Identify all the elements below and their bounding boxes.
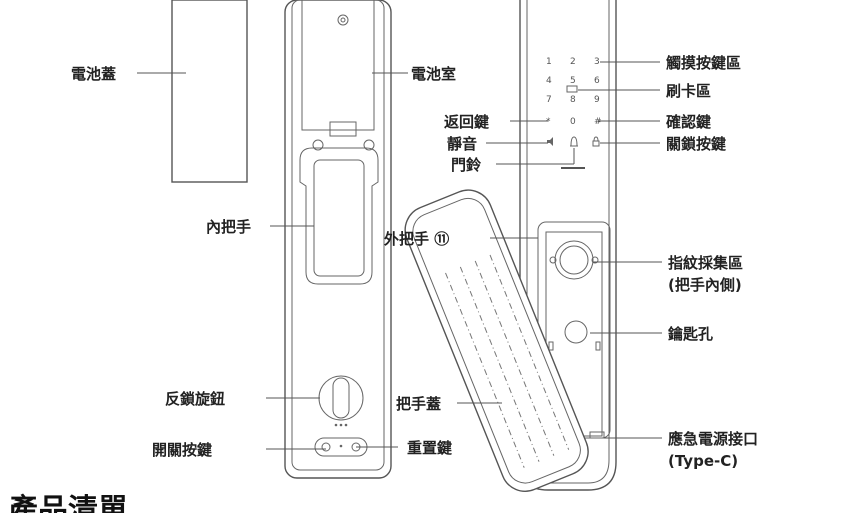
key-9: 9	[594, 95, 600, 105]
label-fingerprint: 指紋採集區	[668, 254, 743, 272]
label-fingerprint-note: (把手內側)	[668, 276, 742, 294]
fingerprint-sensor	[559, 245, 589, 275]
handle-dash-line	[474, 260, 555, 456]
battery-cover-panel	[171, 0, 248, 183]
handle-dash-line	[459, 266, 540, 462]
label-power-switch: 開關按鍵	[152, 441, 212, 459]
label-return-key: 返回鍵	[444, 113, 489, 131]
fingerprint-ring	[554, 240, 594, 280]
key-6: 6	[594, 76, 600, 86]
handle-dash-line	[445, 272, 525, 468]
label-usb-port: 應急電源接口	[668, 430, 758, 448]
dot	[339, 423, 343, 427]
card-reader-icon	[566, 85, 578, 93]
label-lock-key: 關鎖按鍵	[666, 135, 726, 153]
key-4: 4	[546, 76, 552, 86]
label-mute: 靜音	[447, 135, 477, 153]
battery-compartment-box	[301, 0, 375, 131]
reset-pin	[339, 444, 343, 448]
key-5: 5	[570, 76, 576, 86]
keypad: 1 2 3 4 5 6 7 8 9 * 0 #	[546, 57, 602, 169]
label-usb-type: (Type-C)	[668, 452, 738, 470]
dot	[344, 423, 348, 427]
key-1: 1	[546, 57, 552, 67]
mount-slot	[595, 341, 601, 351]
key-3: 3	[594, 57, 600, 67]
inner-body	[284, 0, 392, 479]
compartment-screw	[337, 14, 349, 26]
outer-handle	[404, 189, 589, 492]
key-2: 2	[570, 57, 576, 67]
mount-screw	[549, 256, 557, 264]
key-8: 8	[570, 95, 576, 105]
mute-icon	[547, 137, 553, 146]
label-battery-cover: 電池蓋	[71, 65, 116, 83]
mount-slot	[548, 341, 554, 351]
key-7: 7	[546, 95, 552, 105]
mount-screw	[591, 256, 599, 264]
label-inner-handle: 內把手	[206, 218, 251, 236]
key-star: *	[546, 117, 551, 127]
power-switch-button	[321, 442, 331, 452]
label-reset-key: 重置鍵	[407, 439, 452, 457]
label-battery-compartment: 電池室	[411, 65, 456, 83]
label-handle-cover: 把手蓋	[396, 395, 441, 413]
inner-handle-grip	[313, 159, 365, 277]
deadbolt-knob-grip	[332, 377, 350, 419]
lock-icon	[592, 136, 600, 147]
label-card-area: 刷卡區	[666, 82, 711, 100]
key-0: 0	[570, 117, 576, 127]
screw-left	[312, 139, 324, 151]
inner-body-inner-outline	[291, 0, 385, 471]
inner-handle-shape	[299, 147, 379, 285]
label-outer-handle: 外把手 ⑪	[383, 230, 449, 248]
doorbell-icon	[570, 136, 578, 147]
compartment-screw-center	[340, 17, 346, 23]
handle-dash-line	[489, 254, 570, 450]
keyhole-circle	[564, 320, 588, 344]
label-deadbolt-knob: 反鎖旋鈕	[165, 390, 225, 408]
usb-port	[589, 431, 605, 439]
dot	[334, 423, 338, 427]
label-keyhole: 鑰匙孔	[668, 325, 713, 343]
inner-body-outline	[284, 0, 392, 479]
screw-right	[363, 139, 375, 151]
label-confirm-key: 確認鍵	[665, 113, 711, 131]
battery-latch	[329, 121, 357, 137]
label-touch-keypad: 觸摸按鍵區	[666, 54, 741, 72]
label-doorbell: 門鈴	[451, 156, 482, 174]
section-title: 產品清單	[8, 493, 128, 513]
outer-handle-inner	[412, 197, 581, 484]
key-hash: #	[594, 117, 602, 127]
outer-handle-outline	[404, 189, 589, 492]
